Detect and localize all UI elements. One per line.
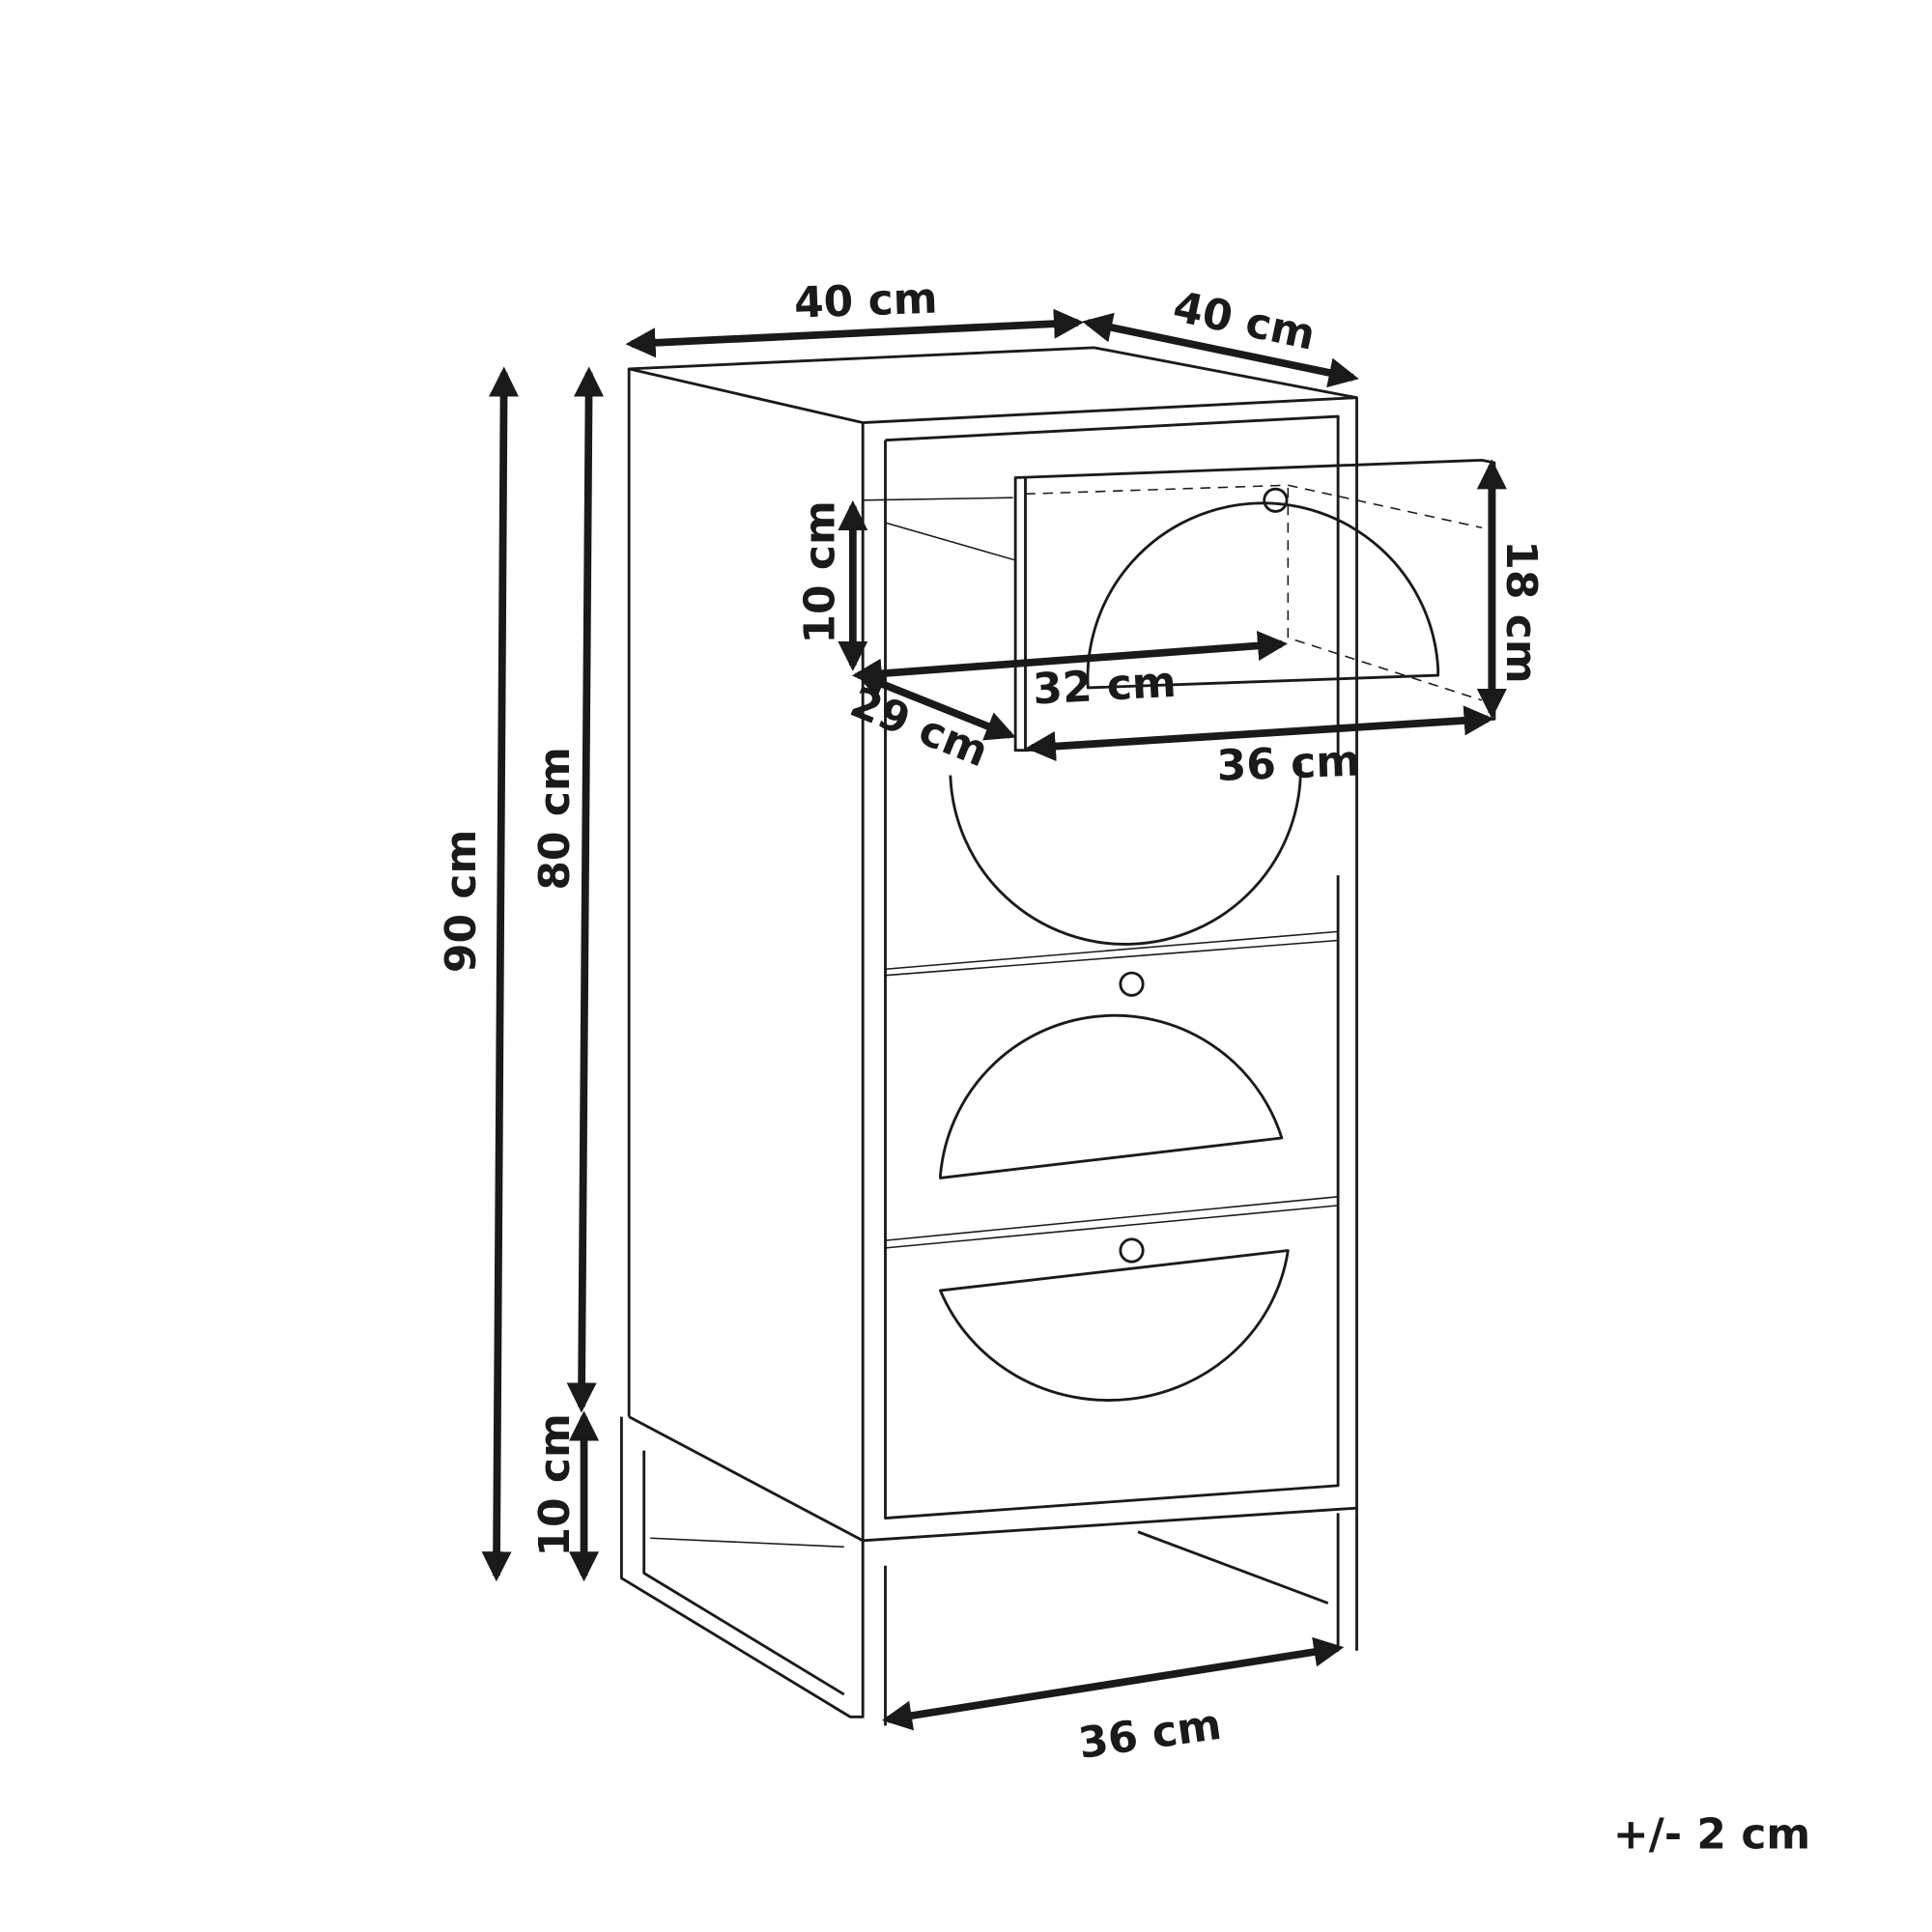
drawer-inner-height-label: 10 cm <box>795 500 844 643</box>
total-height-label: 90 cm <box>437 830 486 973</box>
leg-height-label: 10 cm <box>530 1413 580 1556</box>
base-width-label: 36 cm <box>1075 1700 1224 1769</box>
drawer-inner-width-label: 32 cm <box>1032 658 1178 715</box>
top-width-label: 40 cm <box>793 274 938 328</box>
drawer-front-width-label: 36 cm <box>1216 737 1361 791</box>
cabinet-drawing <box>619 346 1496 1726</box>
top-depth-label: 40 cm <box>1169 282 1320 360</box>
dimension-lines <box>481 308 1507 1731</box>
drawer-front-height-label: 18 cm <box>1496 540 1546 683</box>
body-height-label: 80 cm <box>530 747 580 890</box>
drawer-depth-label: 29 cm <box>843 677 995 777</box>
tolerance-label: +/- 2 cm <box>1613 1809 1810 1859</box>
